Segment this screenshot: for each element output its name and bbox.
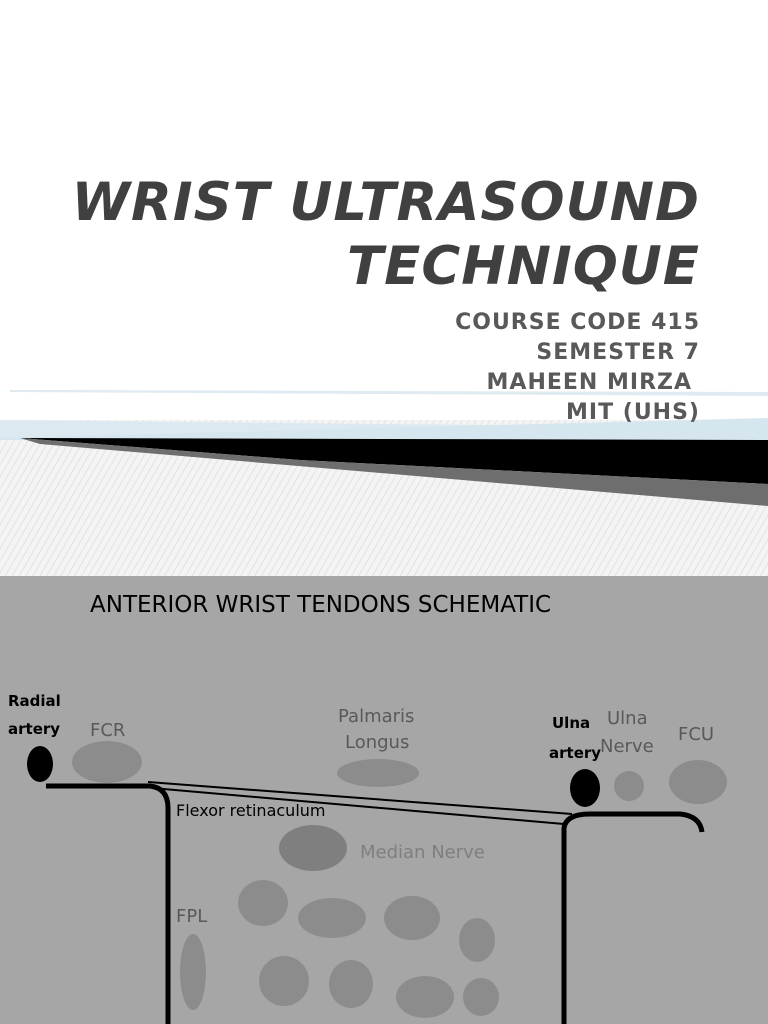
ulna-artery-label-1: Ulna [552,714,590,732]
flexor-tendon [238,880,288,926]
fcu-tendon [669,760,727,804]
palmaris-longus-tendon [337,759,419,787]
subtitle-semester: SEMESTER 7 [536,340,700,365]
radial-artery-label-2: artery [8,720,60,738]
flexor-tendon [259,956,309,1006]
palmaris-longus-label-2: Longus [345,732,409,753]
wrist-schematic-diagram: ANTERIOR WRIST TENDONS SCHEMATIC Radial … [8,592,727,1024]
flexor-retinaculum-line-lower [151,787,565,825]
fpl-tendon [180,934,206,1010]
flexor-tendon [329,960,373,1008]
title-line-2: TECHNIQUE [347,236,700,297]
subtitle-author: MAHEEN MIRZA [486,370,692,395]
subtitle-institution: MIT (UHS) [566,400,700,425]
palmaris-longus-label-1: Palmaris [338,706,414,727]
fpl-label: FPL [176,906,207,927]
radial-artery [27,746,53,782]
fcu-label: FCU [678,724,714,745]
flexor-tendon [384,896,440,940]
median-nerve [279,825,347,871]
fcr-tendon [72,741,142,783]
radial-side-outline [46,783,171,1024]
ulna-nerve-label-2: Nerve [600,736,654,757]
median-nerve-label: Median Nerve [360,842,485,863]
ulna-nerve-label-1: Ulna [607,708,648,729]
radial-artery-label-1: Radial [8,692,61,710]
flexor-tendon [298,898,366,938]
schematic-slide: ANTERIOR WRIST TENDONS SCHEMATIC Radial … [0,576,768,1024]
flexor-retinaculum-label: Flexor retinaculum [176,801,325,820]
ulna-artery [570,769,600,807]
flexor-tendon [463,978,499,1016]
title-slide: WRIST ULTRASOUND TECHNIQUE COURSE CODE 4… [0,172,768,576]
ulna-nerve [614,771,644,801]
flexor-tendon [396,976,454,1018]
flexor-retinaculum-line-upper [147,781,573,815]
ulna-artery-label-2: artery [549,744,601,762]
ulnar-side-outline [561,811,705,1024]
flexor-tendon [459,918,495,962]
fcr-label: FCR [90,720,125,741]
subtitle-course-code: COURSE CODE 415 [455,310,700,335]
title-line-1: WRIST ULTRASOUND [71,172,700,233]
decorative-band [0,390,768,576]
schematic-heading: ANTERIOR WRIST TENDONS SCHEMATIC [90,592,551,618]
